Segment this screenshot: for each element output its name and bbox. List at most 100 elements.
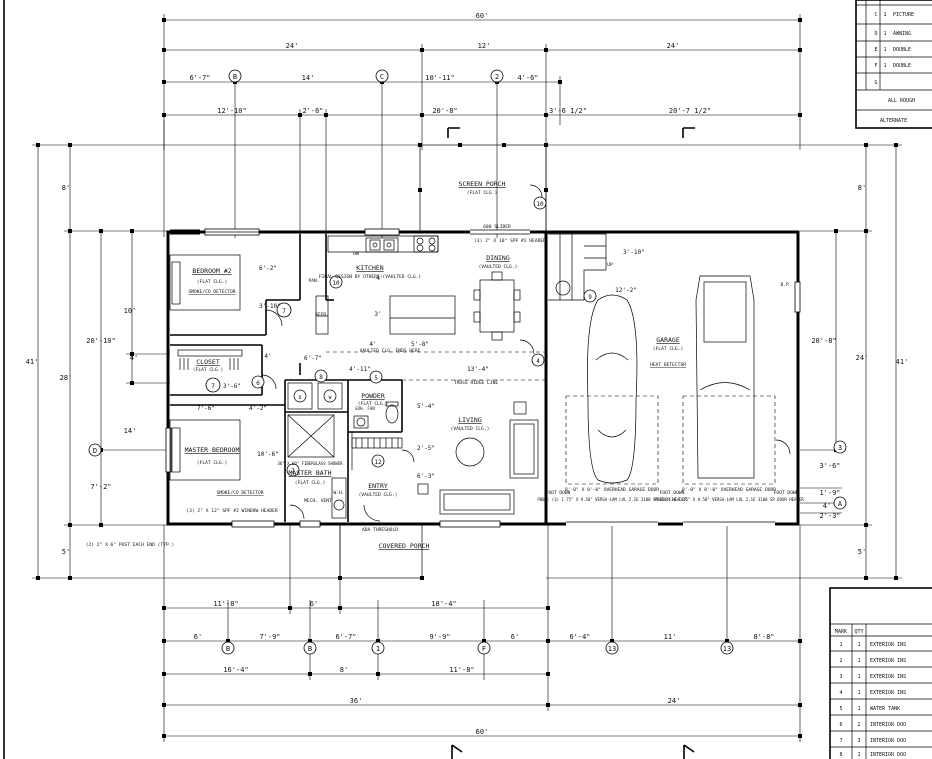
entry-closet — [351, 437, 403, 449]
note-dryer: D — [299, 395, 302, 401]
door-tag-7c: 7 — [291, 468, 295, 475]
dim-bottom-6-4: 6'-4" — [569, 633, 590, 641]
dim-int-6-7: 6'-7" — [304, 355, 322, 362]
note-ada-threshold: ADA THRESHOLD — [362, 527, 398, 533]
br-row1-desc: EXTERIOR INS — [870, 642, 906, 648]
windows — [165, 228, 801, 528]
tr-footer-1: ALL ROUGH — [888, 98, 915, 104]
top-grid-tags — [228, 69, 504, 83]
dim-right-3-6: 3'-6" — [819, 462, 840, 470]
dim-bottom-24: 24' — [668, 697, 681, 705]
note-foot-down-3: FOOT DOWN — [774, 490, 799, 496]
bedroom2-bed — [169, 254, 241, 311]
br-row5-mark: 5 — [839, 706, 842, 712]
note-garage-header-right: PB01: (3) 1.75" X 9.50" VERSA-LAM LVL 2.… — [654, 497, 804, 502]
grid-tag-c-top: C — [380, 73, 384, 81]
dim-left-4: 4' — [130, 354, 138, 362]
br-header-mark: MARK — [835, 629, 847, 635]
dim-bottom-6b: 6' — [511, 633, 519, 641]
dim-left-8: 8' — [62, 184, 70, 192]
note-garage-door-left: 8'-0" X 8'-0" OVERHEAD GARAGE DOOR — [565, 487, 659, 493]
note-garage-header-left: PB01: (3) 1.75" X 9.50" VERSA-LAM LVL 2.… — [537, 497, 687, 502]
note-up: UP — [607, 262, 613, 268]
car-left — [587, 294, 638, 484]
dim-int-4b: 4' — [369, 341, 376, 348]
grid-tag-13-bottom-1: 13 — [608, 645, 616, 653]
screen-porch-outline — [418, 143, 548, 235]
dim-top-3-6: 3'-6 1/2" — [549, 107, 587, 115]
note-exh-fan: EXH. FAN — [355, 406, 375, 411]
br-row4-qty: 1 — [857, 690, 860, 696]
living-furniture — [417, 401, 539, 515]
note-slider: 600 SLIDER — [483, 224, 511, 230]
note-bp: B.P. — [780, 282, 791, 288]
br-row3-qty: 1 — [857, 674, 860, 680]
dim-right-1-9: 1'-9" — [819, 489, 840, 497]
dim-top-14: 14' — [302, 74, 315, 82]
grid-tag-d-left: D — [93, 447, 97, 455]
grid-tag-a-right: A — [838, 500, 843, 508]
grid-tag-2-top: 2 — [495, 73, 499, 81]
door-tag-7a: 7 — [282, 308, 286, 315]
dim-bottom-36: 36' — [350, 697, 363, 705]
br-row7-mark: 7 — [839, 738, 842, 744]
dim-int-4a: 4' — [376, 275, 383, 282]
room-entry-name: ENTRY — [368, 482, 388, 490]
dim-top-20-8: 20'-8" — [432, 107, 457, 115]
room-screen-porch-note: (FLAT CLG.) — [467, 190, 497, 196]
room-bedroom2-name: BEDROOM #2 — [192, 267, 231, 275]
tr-row4-desc: DOUBLE — [893, 63, 911, 69]
dim-int-3-10a: 3'-10" — [259, 303, 281, 310]
note-foot-down-1: FOOT DOWN — [546, 490, 571, 496]
room-powder-note: (FLAT CLG.) — [358, 401, 388, 407]
room-powder-name: POWDER — [361, 392, 385, 400]
dim-right-5: 5' — [858, 548, 866, 556]
dim-left-14: 14' — [124, 427, 137, 435]
dim-bottom-overall: 60' — [476, 728, 489, 736]
dim-bottom-8-8: 8'-8" — [753, 633, 774, 641]
dim-top-6-7: 6'-7" — [189, 74, 210, 82]
top-dimension-strings — [162, 14, 802, 238]
note-smoke-master: SMOKE/CO DETECTOR — [216, 490, 263, 496]
door-tag-10a: 10 — [536, 201, 544, 208]
br-header-qty: QTY — [854, 629, 863, 635]
kitchen-fixtures — [315, 235, 456, 335]
room-covered-porch-name: COVERED PORCH — [379, 542, 430, 550]
dim-int-4-11: 4'-11" — [349, 366, 371, 373]
tr-row1-desc: PICTURE — [893, 12, 914, 18]
door-tag-5: 5 — [374, 375, 378, 382]
dim-bottom-16-4: 16'-4" — [223, 666, 248, 674]
dim-top-overall: 60' — [476, 12, 489, 20]
dim-bottom-6-7: 6'-7" — [335, 633, 356, 641]
door-tag-6: 6 — [256, 380, 260, 387]
tr-row2-desc: AWNING — [893, 31, 911, 37]
dim-bottom-18-4: 18'-4" — [431, 600, 456, 608]
grid-tag-3-right: 3 — [838, 444, 842, 452]
dim-right-overall: 41' — [896, 358, 909, 366]
br-row2-mark: 2 — [839, 658, 842, 664]
dim-left-20-10: 20'-10" — [86, 337, 116, 345]
garage-stairs — [548, 233, 607, 301]
grid-tag-b-top: B — [233, 73, 237, 81]
dim-int-4-2: 4'-2" — [249, 405, 267, 412]
room-closet-name: CLOSET — [196, 358, 220, 366]
grid-tag-f-bottom: F — [482, 645, 486, 653]
dim-int-10-6: 10'-6" — [257, 451, 279, 458]
bottom-dimension-strings — [162, 525, 802, 742]
room-garage-name: GARAGE — [656, 336, 680, 344]
dim-right-24: 24' — [856, 354, 869, 362]
door-swings — [261, 184, 791, 522]
dim-top-20-7: 20'-7 1/2" — [669, 107, 711, 115]
dim-bottom-9-9: 9'-9" — [429, 633, 450, 641]
powder-fixtures — [353, 401, 399, 429]
room-kitchen-name: KITCHEN — [356, 264, 383, 272]
room-master-bath-note: (FLAT CLG.) — [295, 480, 325, 486]
dim-top-24b: 24' — [667, 42, 680, 50]
dim-left-28: 28' — [60, 374, 73, 382]
grid-tag-13-bottom-2: 13 — [723, 645, 731, 653]
closet-shelving — [177, 349, 243, 370]
covered-porch-outline — [338, 523, 424, 580]
room-bedroom2-note: (FLAT CLG.) — [197, 279, 227, 285]
tr-row4-qty: 1 — [883, 63, 886, 69]
dim-left-5: 5' — [62, 548, 70, 556]
